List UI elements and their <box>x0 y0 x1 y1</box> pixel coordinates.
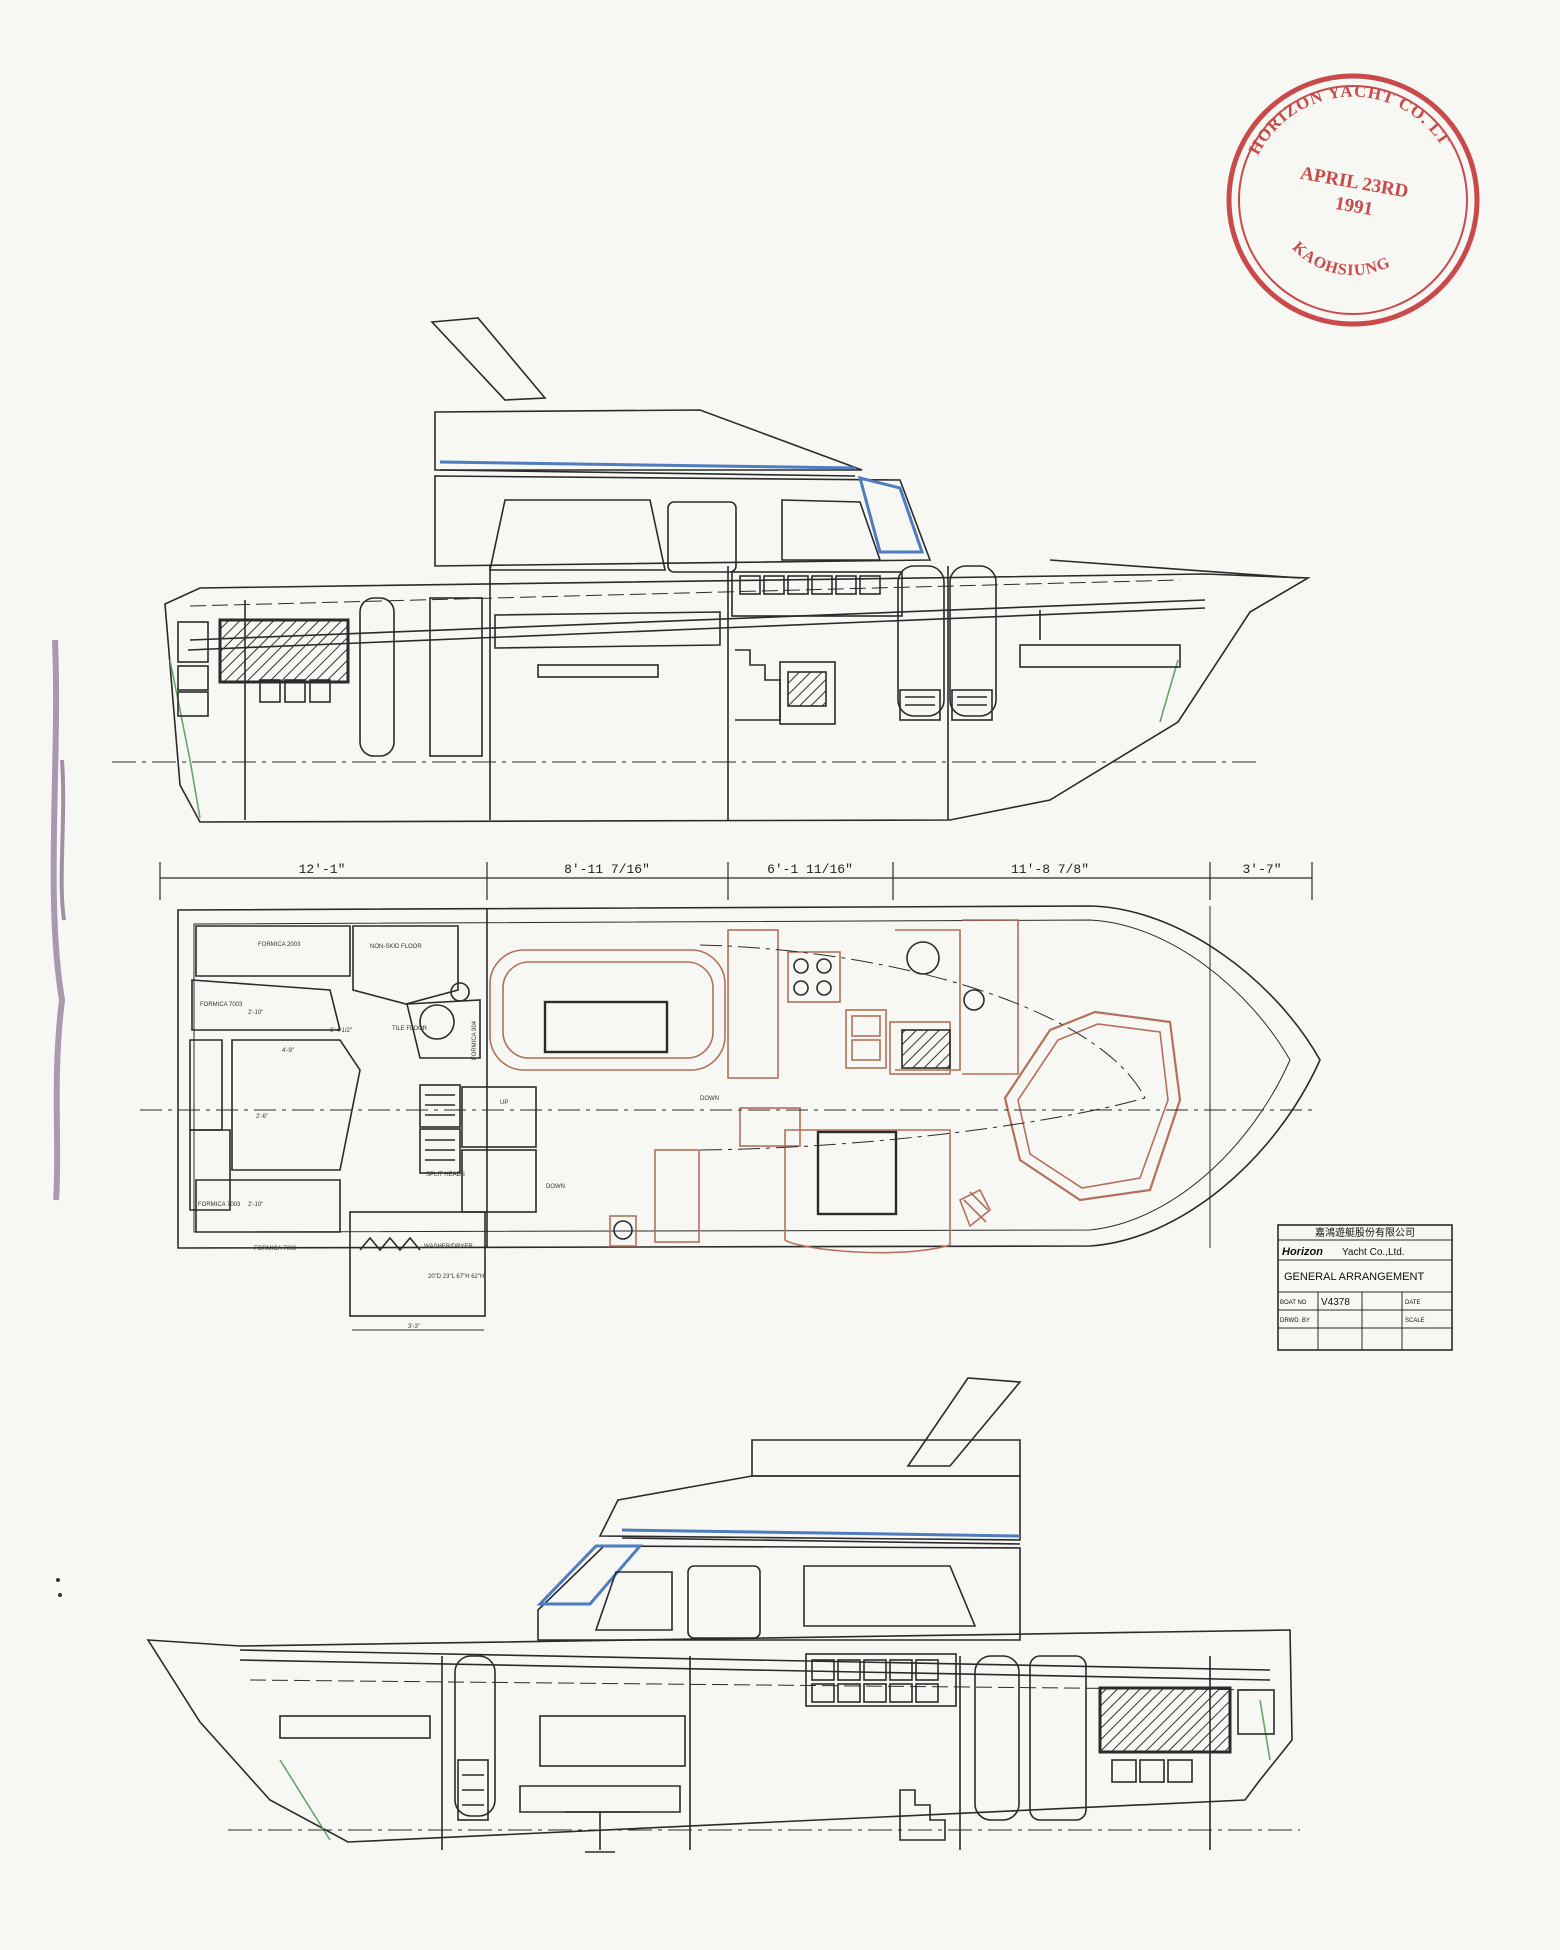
label-down: DOWN <box>700 1096 719 1102</box>
label-tile-floor: TILE FLOOR <box>392 1026 428 1032</box>
dimension-2: 8'-11 7/16" <box>564 862 650 877</box>
svg-text:KAOHSIUNG: KAOHSIUNG <box>1289 239 1393 280</box>
dimension-labels: 12'-1" 8'-11 7/16" 6'-1 11/16" 11'-8 7/8… <box>299 862 1282 877</box>
title-drawing-title: GENERAL ARRANGEMENT <box>1284 1271 1424 1283</box>
title-date-label: DATE <box>1405 1300 1421 1306</box>
dimension-line <box>159 862 1313 900</box>
label-formica-1: FORMICA 2003 <box>258 942 301 948</box>
label-dim-e: 2'-10" <box>248 1202 263 1208</box>
label-split-heads: SPLIT HEADS <box>426 1172 465 1178</box>
label-dim-bottom: 3'-3" <box>408 1324 420 1330</box>
title-company-brand: Horizon <box>1282 1246 1323 1258</box>
scan-marks <box>56 1578 62 1597</box>
title-drawn-label: DRWD. BY <box>1280 1318 1310 1324</box>
label-specs: 20"D 23"L 67"H 62"H <box>428 1274 484 1280</box>
label-dim-b: 4'-9" <box>282 1048 294 1054</box>
scan-smudge <box>50 639 66 1201</box>
dimension-5: 3'-7" <box>1242 862 1281 877</box>
plan-saloon <box>489 919 1182 1254</box>
label-non-skid: NON-SKID FLOOR <box>370 944 422 950</box>
stamp-city: KAOHSIUNG <box>1289 239 1392 280</box>
stamp-company: HORIZON YACHT CO. LTD. <box>0 0 1454 158</box>
title-scale-label: SCALE <box>1405 1318 1425 1324</box>
title-block: 嘉鴻遊艇股份有限公司 Horizon Yacht Co.,Ltd. GENERA… <box>1277 1224 1453 1351</box>
title-boat-no: V4378 <box>1321 1297 1350 1308</box>
title-boat-no-label: BOAT NO <box>1280 1300 1307 1306</box>
plan-centerlines <box>140 944 1315 1151</box>
svg-text:HORIZON YACHT CO. LTD.: HORIZON YACHT CO. LTD. <box>0 0 1455 158</box>
title-company-suffix: Yacht Co.,Ltd. <box>1342 1247 1405 1258</box>
stamp-date-line2: 1991 <box>1333 193 1374 220</box>
company-stamp: HORIZON YACHT CO. LTD. APRIL 23RD 1991 K… <box>0 0 1480 327</box>
label-dim-d: 2'-6" <box>256 1114 268 1120</box>
label-washer: WASHER/DRYER <box>424 1244 473 1250</box>
dimension-4: 11'-8 7/8" <box>1011 862 1089 877</box>
label-dim-c: 6'-4 1/2" <box>330 1028 352 1034</box>
label-formica-side: FORMICA 904 <box>472 1020 478 1060</box>
label-formica-3: FORMICA 7003 <box>198 1202 241 1208</box>
plan-labels: FORMICA 2003 NON-SKID FLOOR FORMICA 7003… <box>198 942 719 1330</box>
title-company-cn: 嘉鴻遊艇股份有限公司 <box>1315 1226 1415 1239</box>
label-up: UP <box>500 1100 508 1106</box>
label-dim-a: 2'-10" <box>248 1010 263 1016</box>
label-formica-2: FORMICA 7003 <box>200 1002 243 1008</box>
dimension-1: 12'-1" <box>299 862 346 877</box>
plan-view <box>177 905 1321 1331</box>
dimension-3: 6'-1 11/16" <box>767 862 853 877</box>
label-formica-4: FORMICA 7003 <box>254 1246 297 1252</box>
top-profile-view <box>112 317 1311 823</box>
bottom-profile-view <box>146 1377 1300 1853</box>
label-down-small: DOWN <box>546 1184 565 1190</box>
